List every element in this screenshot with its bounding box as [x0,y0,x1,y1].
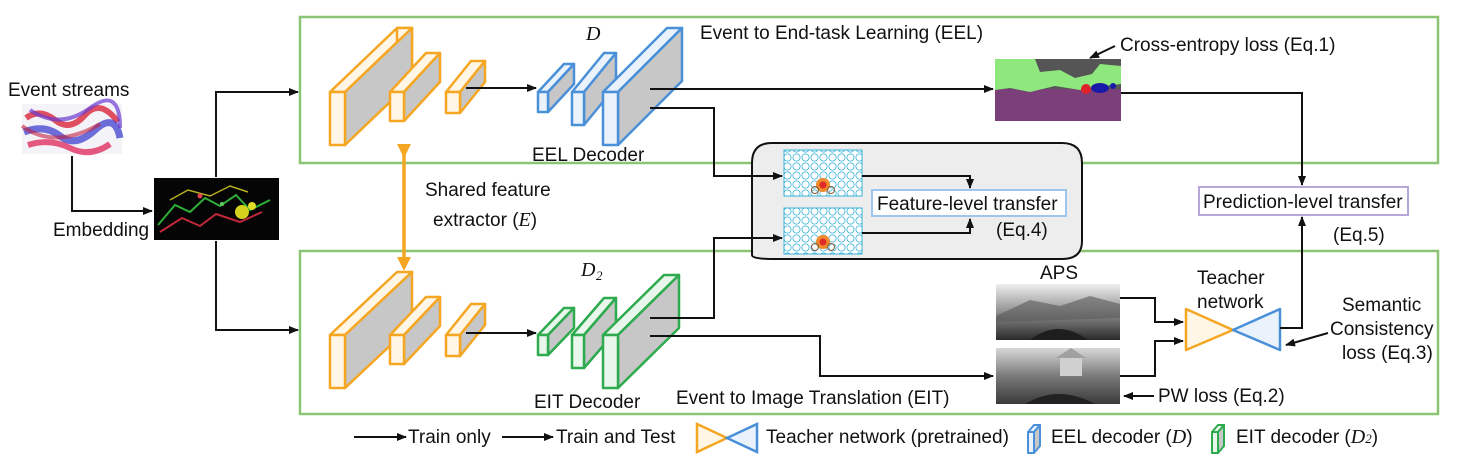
recon-to-teacher-arrow [1120,337,1184,377]
event-stream-image [20,98,124,156]
eit-decoder-label: EIT Decoder [534,392,641,413]
feature-transfer-box [871,189,1067,217]
teacher-label-2: network [1197,292,1264,313]
prediction-transfer-box [1198,186,1409,216]
eel-decoder-label: EEL Decoder [532,145,645,166]
eit-title: Event to Image Translation (EIT) [676,388,950,409]
semantic-label-1: Semantic [1342,295,1421,316]
feature-transfer-label: Feature-level transfer [877,194,1058,215]
eel-title: Event to End-task Learning (EEL) [700,23,983,44]
semantic-pointer [1285,332,1329,347]
seg-to-prediction-arrow [1121,92,1306,186]
stream-to-embedding-arrow [71,156,153,215]
eel-encoder [328,26,487,147]
pw-loss-label: PW loss (Eq.2) [1158,386,1285,407]
cross-entropy-pointer [1089,45,1116,59]
feature-eq-label: (Eq.4) [996,220,1048,241]
semantic-label-3: loss (Eq.3) [1342,343,1433,364]
legend-eel-decoder-icon [1027,424,1041,454]
aps-label: APS [1040,263,1078,284]
teacher-network [1184,307,1282,352]
legend-teacher-icon-dec [724,422,759,454]
legend-train-only: Train only [408,427,491,448]
embedding-to-eit-arrow [215,241,299,334]
prediction-eq-label: (Eq.5) [1333,225,1385,246]
embedding-to-eel-arrow [215,88,299,177]
embedding-label: Embedding [53,220,149,241]
legend-eit-decoder-icon [1211,424,1225,454]
feature-map-top [783,149,863,197]
segmentation-output [995,59,1121,121]
decoder-d2-subscript: 2 [596,268,603,283]
legend-teacher-icon-enc [695,422,730,454]
eel-decoder [536,26,684,147]
reconstructed-image [996,348,1120,404]
embedding-image [154,178,279,240]
decoder-d2-symbol: D [580,259,596,281]
teacher-to-prediction-arrow [1280,216,1306,329]
decoder-d-symbol: D [585,23,601,45]
aps-image [996,284,1120,340]
shared-feature-label-2: extractor (E) [433,209,537,231]
eit-decoder [536,273,681,390]
legend-train-test: Train and Test [556,427,676,448]
legend-eit-decoder: EIT decoder (D2) [1236,426,1378,448]
eit-to-recon-arrow [650,335,994,380]
feature-bottom-line [862,218,974,234]
aps-to-teacher-arrow [1120,297,1184,326]
teacher-label-1: Teacher [1197,268,1265,289]
cross-entropy-label: Cross-entropy loss (Eq.1) [1120,35,1335,56]
feature-top-line [862,175,974,189]
eel-to-feature-arrow [650,107,783,180]
legend: Train only Train and Test Teacher networ… [354,422,1378,454]
prediction-transfer-label: Prediction-level transfer [1203,192,1403,213]
legend-teacher: Teacher network (pretrained) [766,427,1009,448]
eit-to-feature-arrow [650,234,783,319]
shared-feature-label-1: Shared feature [425,180,551,201]
feature-map-bottom [783,207,863,255]
eit-encoder [328,270,487,390]
semantic-label-2: Consistency [1330,319,1434,340]
legend-eel-decoder: EEL decoder (D) [1051,426,1193,448]
event-streams-label: Event streams [8,80,129,101]
